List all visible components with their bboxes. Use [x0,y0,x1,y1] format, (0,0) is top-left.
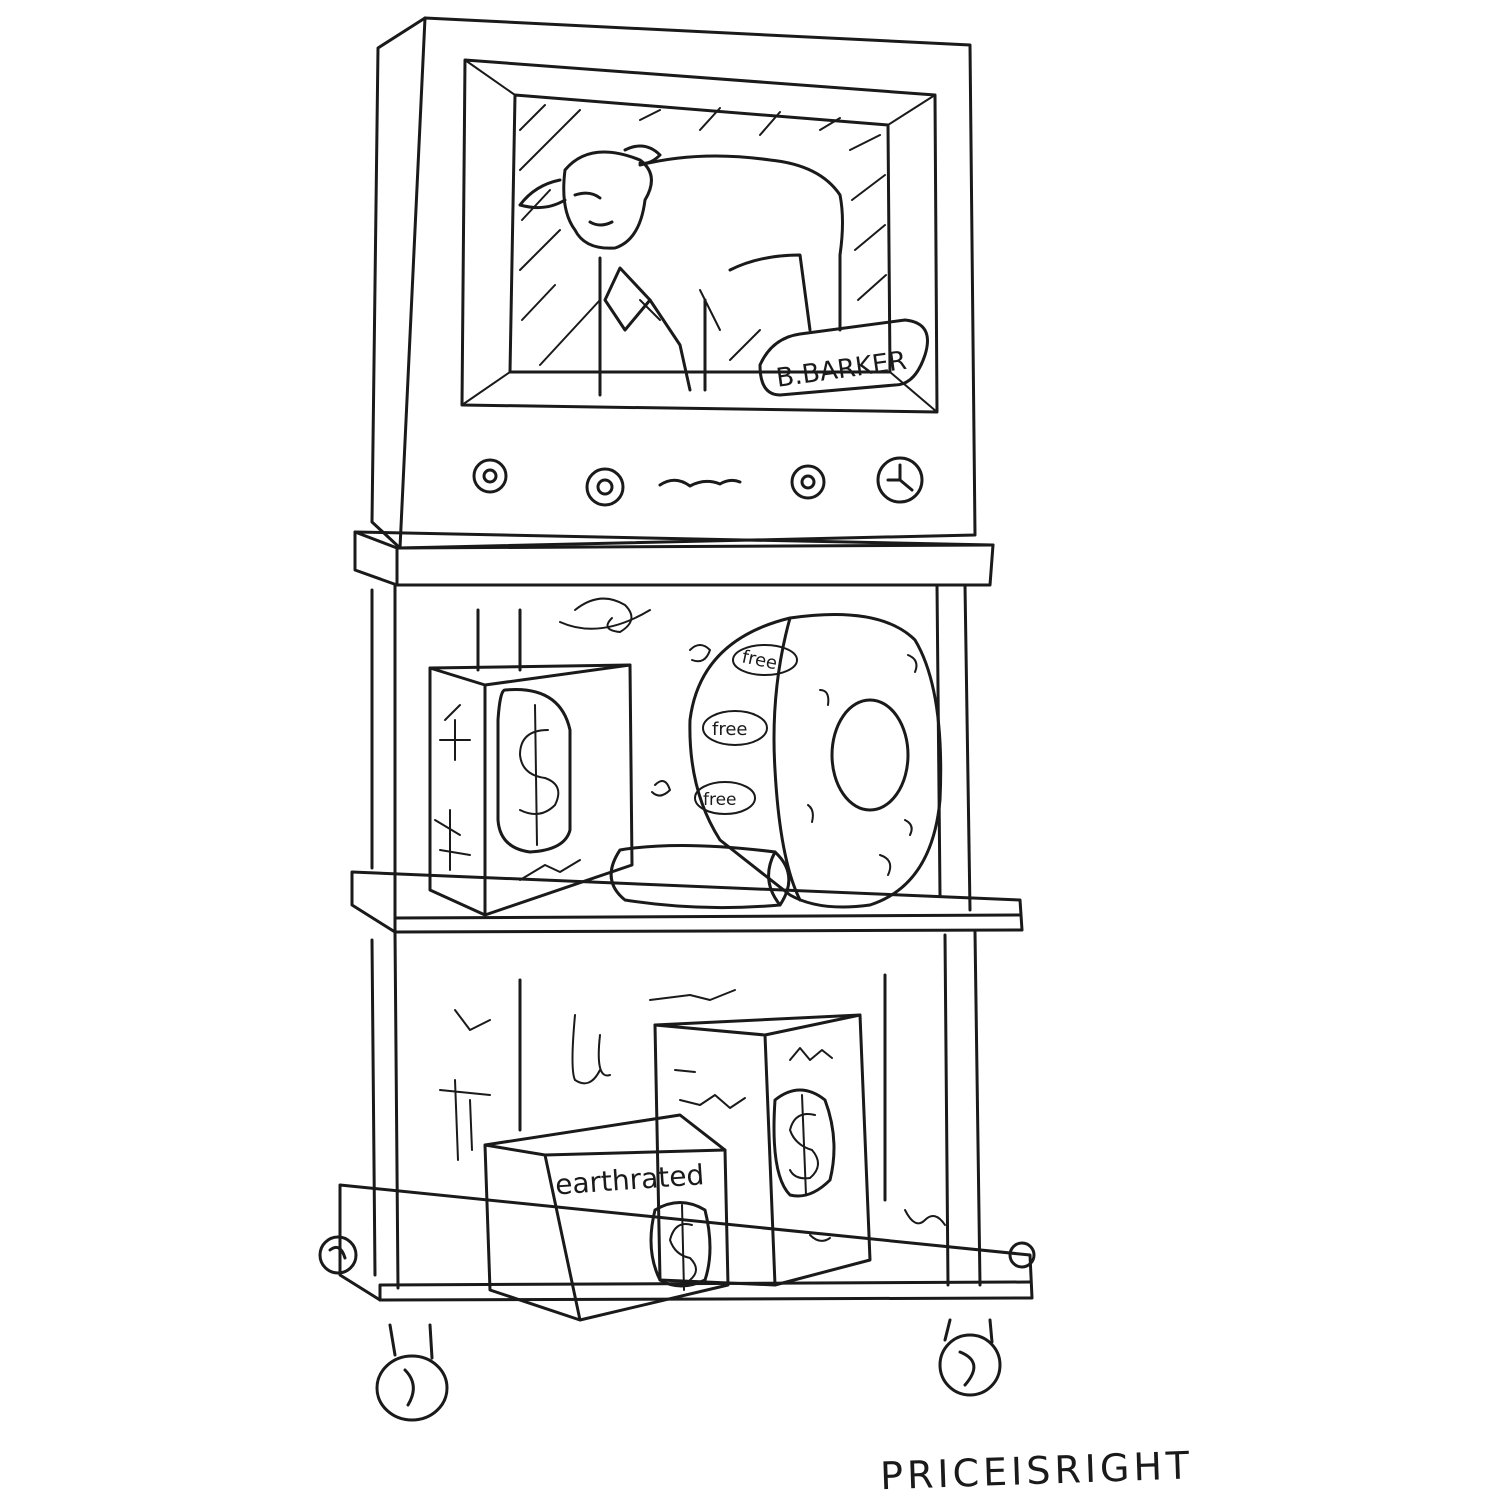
earthrated-box: earthrated [483,1113,730,1322]
cash-box [428,663,634,917]
free-tag-1: free [732,644,798,676]
free-tag-label-1: free [740,646,779,674]
dog-host-figure [518,144,844,397]
top-shelf [353,530,995,587]
television: B.BARKER [370,16,977,550]
tv-front [398,16,977,550]
tv-side [370,16,427,550]
cart-posts [370,583,982,1290]
tv-knobs[interactable] [472,456,924,507]
cart-wheels [318,1235,1036,1422]
free-tag-label-2: free [712,719,748,740]
middle-shelf [350,870,1024,934]
free-tag-3: free [694,781,756,815]
middle-shelf-prizes: free free free [428,597,943,917]
bottom-shelf [338,1183,1034,1302]
prize-wheel: free free free [688,613,943,909]
screen-hatching [519,104,887,366]
free-tag-label-3: free [703,790,737,810]
free-tag-2: free [702,710,768,746]
bottom-shelf-prizes: earthrated [439,989,946,1322]
earthrated-label: earthrated [554,1158,705,1201]
cylinder-roll [609,843,791,910]
tv-cart [318,530,1036,1422]
nameplate: B.BARKER [758,318,929,397]
tall-cash-box [653,1013,872,1287]
